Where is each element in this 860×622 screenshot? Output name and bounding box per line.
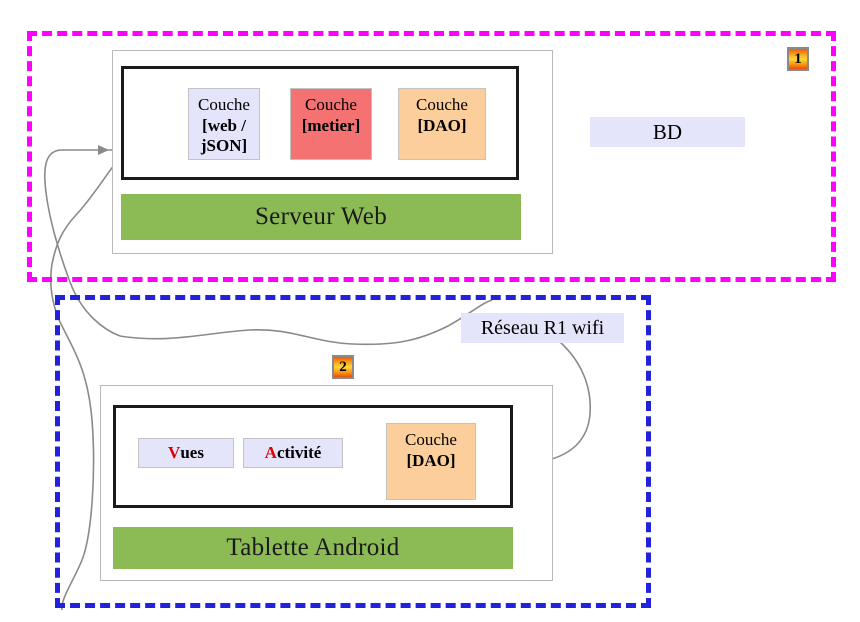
zone-tablet-frame <box>55 295 651 608</box>
tablet-layer-dao-sub: [DAO] <box>406 450 456 470</box>
tablet-machine-label: Tablette Android <box>226 534 400 561</box>
tablet-machine-bar: Tablette Android <box>113 527 513 569</box>
zone-server-frame <box>27 31 836 282</box>
network-label-box: Réseau R1 wifi <box>461 313 624 343</box>
database-box[interactable]: BD <box>590 117 745 147</box>
network-label: Réseau R1 wifi <box>480 316 605 339</box>
server-layer-web-sub: [web / jSON] <box>200 115 248 156</box>
tablet-component-vues-initial: V <box>168 443 181 462</box>
database-label: BD <box>652 119 683 144</box>
server-layer-dao[interactable]: Couche [DAO] <box>398 88 486 160</box>
tablet-layer-dao[interactable]: Couche [DAO] <box>386 423 476 500</box>
tablet-component-activite-initial: A <box>264 443 277 462</box>
zone-badge-2: 2 <box>332 355 354 379</box>
server-layer-metier[interactable]: Couche [metier] <box>290 88 372 160</box>
server-layer-web-head: Couche <box>198 95 250 114</box>
server-machine-bar: Serveur Web <box>121 194 521 240</box>
tablet-layer-dao-head: Couche <box>405 430 457 449</box>
tablet-component-vues-rest: ues <box>180 443 204 462</box>
server-layer-metier-sub: [metier] <box>301 115 361 135</box>
server-layer-metier-head: Couche <box>305 95 357 114</box>
server-layer-dao-sub: [DAO] <box>417 115 467 135</box>
server-layer-web[interactable]: Couche [web / jSON] <box>188 88 260 160</box>
tablet-component-activite-rest: ctivité <box>276 443 322 462</box>
zone-badge-1: 1 <box>787 47 809 71</box>
server-layer-dao-head: Couche <box>416 95 468 114</box>
server-machine-label: Serveur Web <box>254 203 388 230</box>
